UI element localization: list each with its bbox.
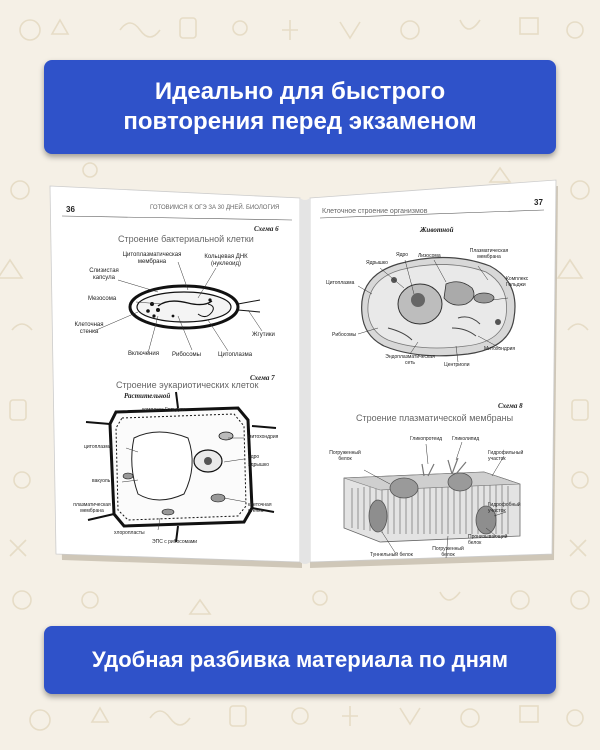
bacterium-diagram xyxy=(93,261,263,354)
bacteria-label-capsule: Слизистая капсула xyxy=(89,268,119,281)
animal-label-nucleus: Ядро xyxy=(396,252,409,258)
scheme6-label: Схема 6 xyxy=(254,225,279,233)
animal-label-golgi: Комплекс Гольджи xyxy=(506,276,529,288)
plant-label-mitochondria: митохондрия xyxy=(248,434,279,440)
animal-cell-diagram xyxy=(357,256,516,363)
bacteria-label-cytoplasm: Цитоплазма xyxy=(218,352,253,358)
plant-label-membrane: плазматическая мембрана xyxy=(73,502,111,514)
membrane-label-submerged: Погруженный белок xyxy=(329,450,361,462)
plant-label-nucleolus: ядрышко xyxy=(248,462,270,468)
animal-label-cytoplasm: Цитоплазма xyxy=(326,280,355,286)
book-illustration xyxy=(49,179,558,568)
left-page-number: 36 xyxy=(66,205,75,214)
scheme8-title: Строение плазматической мембраны xyxy=(356,413,514,423)
scheme8-label: Схема 8 xyxy=(498,402,523,410)
membrane-label-hydrophobic: Гидрофобный участок xyxy=(488,502,521,514)
scheme6-title: Строение бактериальной клетки xyxy=(118,234,254,244)
animal-heading: Животной xyxy=(420,226,454,234)
top-banner-text: Идеально для быстрого повторения перед э… xyxy=(123,78,477,135)
right-page-number: 37 xyxy=(534,198,543,207)
left-running-head: ГОТОВИМСЯ К ОГЭ ЗА 30 ДНЕЙ. БИОЛОГИЯ xyxy=(150,205,280,211)
membrane-label-glycoprotein: Гликопротеид xyxy=(410,436,443,442)
plant-label-er: ЭПС с рибосомами xyxy=(152,539,198,545)
open-book: 36 ГОТОВИМСЯ К ОГЭ ЗА 30 ДНЕЙ. БИОЛОГИЯ … xyxy=(48,176,562,576)
membrane-label-glycolipid: Гликолипид xyxy=(452,436,480,442)
plant-label-golgi: комплекс Гольджи xyxy=(142,407,185,413)
bacteria-label-mesosome: Мезосома xyxy=(88,296,117,302)
plant-label-chloroplasts: хлоропласты xyxy=(114,530,145,536)
bacteria-label-ribosomes: Рибосомы xyxy=(172,352,201,358)
membrane-label-tunnel: Туннельный белок xyxy=(370,552,413,558)
animal-label-lysosome: Лизосома xyxy=(418,253,441,259)
membrane-label-submerged2: Погруженный белок xyxy=(432,546,464,558)
plant-label-vacuole: вакуоль xyxy=(92,478,111,484)
membrane-label-penetrating: Пронизывающий белок xyxy=(468,534,508,546)
bacteria-label-dna: Кольцевая ДНК (нуклеоид) xyxy=(204,254,248,267)
plant-heading: Растительной xyxy=(124,392,171,400)
plant-label-wall: клеточная стенка xyxy=(248,502,272,514)
animal-label-mitochondria: Митохондрия xyxy=(484,346,516,352)
top-banner: Идеально для быстрого повторения перед э… xyxy=(44,60,556,154)
plant-label-cytoplasm: цитоплазма xyxy=(84,444,112,450)
plant-label-nucleus: ядро xyxy=(248,454,260,460)
bacteria-label-inclusions: Включения xyxy=(128,351,159,357)
animal-label-membrane: Плазматическая мембрана xyxy=(469,248,509,260)
plant-cell-diagram xyxy=(85,391,277,543)
scheme7-label: Схема 7 xyxy=(250,374,275,382)
animal-label-ribosomes: Рибосомы xyxy=(332,332,357,338)
scheme7-title: Строение эукариотических клеток xyxy=(116,380,259,390)
animal-label-centrioles: Центриоли xyxy=(444,362,470,368)
bacteria-label-flagella: Жгутики xyxy=(252,332,275,338)
membrane-diagram xyxy=(343,441,521,559)
animal-label-er: Эндоплазматическая сеть xyxy=(385,354,435,366)
bottom-banner-text: Удобная разбивка материала по дням xyxy=(91,647,509,672)
membrane-label-hydrophilic: Гидрофильный участок xyxy=(488,450,524,462)
bacteria-label-wall: Клеточная стенка xyxy=(74,322,104,335)
animal-label-nucleolus: Ядрышко xyxy=(366,260,388,266)
right-running-head: Клеточное строение организмов xyxy=(322,208,428,215)
bacteria-label-membrane: Цитоплазматическая мембрана xyxy=(122,252,182,265)
bottom-banner: Удобная разбивка материала по дням xyxy=(44,626,556,694)
